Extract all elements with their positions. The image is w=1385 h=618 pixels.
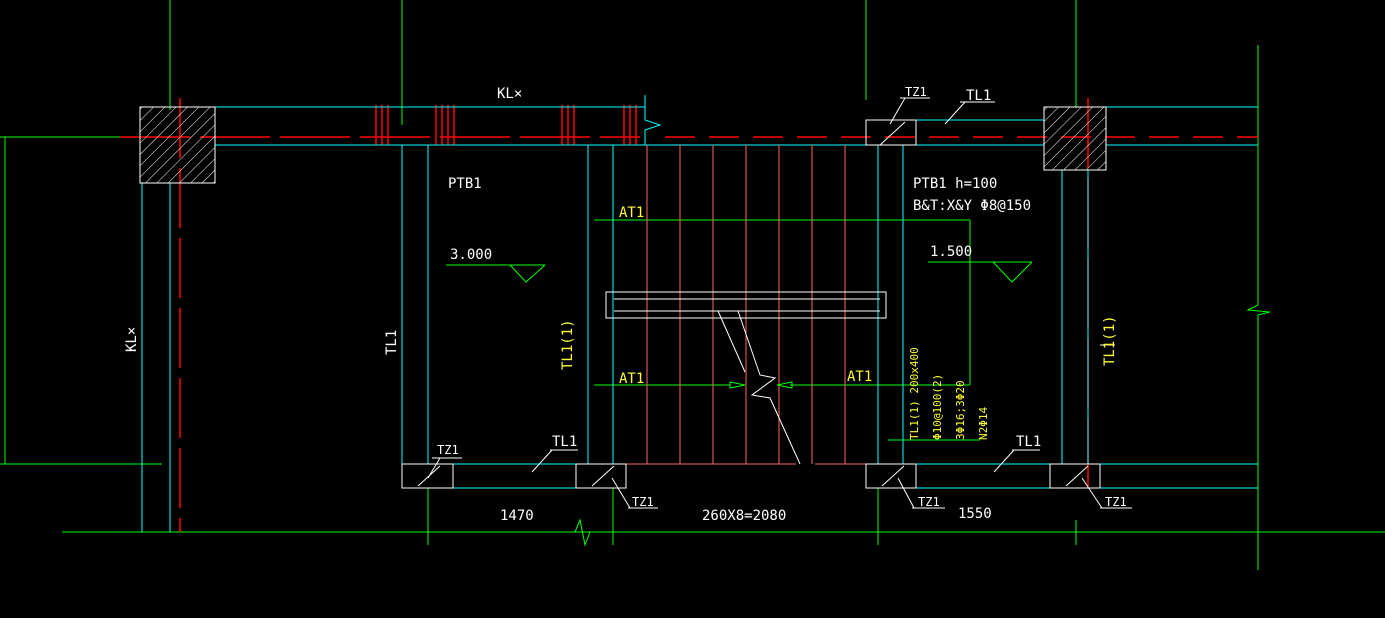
beam-annotation-line-1: TL1(1) 200x400 [908,347,921,440]
column-top-left [139,106,216,184]
dimension-left-label: 1470 [500,508,534,524]
at1-top-label: AT1 [619,205,644,221]
tz1-bottom-2-label: TZ1 [632,495,654,509]
beam-outlines [141,95,1258,532]
at1-mid-right-label: AT1 [847,369,872,385]
grid-lines [0,0,1385,570]
handrail [605,291,887,465]
beam-left-label: KL× [124,327,140,352]
ptb1-right-label: PTB1 h=100 [913,176,997,192]
beam-annotation-line-2: Φ10@100(2) [931,374,944,440]
ptb1-reinforcement-label: B&T:X&Y Φ8@150 [913,198,1031,214]
beam-annotation: TL1(1) 200x400 Φ10@100(2) 3Φ16;3Φ20 N2Φ1… [908,347,990,440]
elevation-right-label: 1.500 [930,244,972,260]
tl1-bottom-right-label: TL1 [1016,434,1041,450]
elevation-left-label: 3.000 [450,247,492,263]
column-top-right [1043,106,1107,171]
stair-treads [613,145,878,465]
beam-annotation-line-3: 3Φ16;3Φ20 [954,380,967,440]
beam-annotation-line-4: N2Φ14 [977,407,990,440]
direction-arrows [729,381,793,389]
tl1-top-label: TL1 [966,88,991,104]
dimension-mid-label: 260X8=2080 [702,508,786,524]
tl1-1-right-label: TL1(1) [1102,315,1118,366]
tl1-1-left-label: TL1(1) [560,319,576,370]
at1-mid-left-label: AT1 [619,371,644,387]
tz1-bottom-3-label: TZ1 [918,495,940,509]
dimension-right-label: 1550 [958,506,992,522]
beam-top-label: KL× [497,86,522,102]
ptb1-left-label: PTB1 [448,176,482,192]
tz1-bottom-4-label: TZ1 [1105,495,1127,509]
tz1-bottom-1-label: TZ1 [437,443,459,457]
leader-lines [427,97,1132,509]
tz1-top-label: TZ1 [905,85,927,99]
tl1-bottom-left-label: TL1 [552,434,577,450]
tl1-left-label: TL1 [384,330,400,355]
